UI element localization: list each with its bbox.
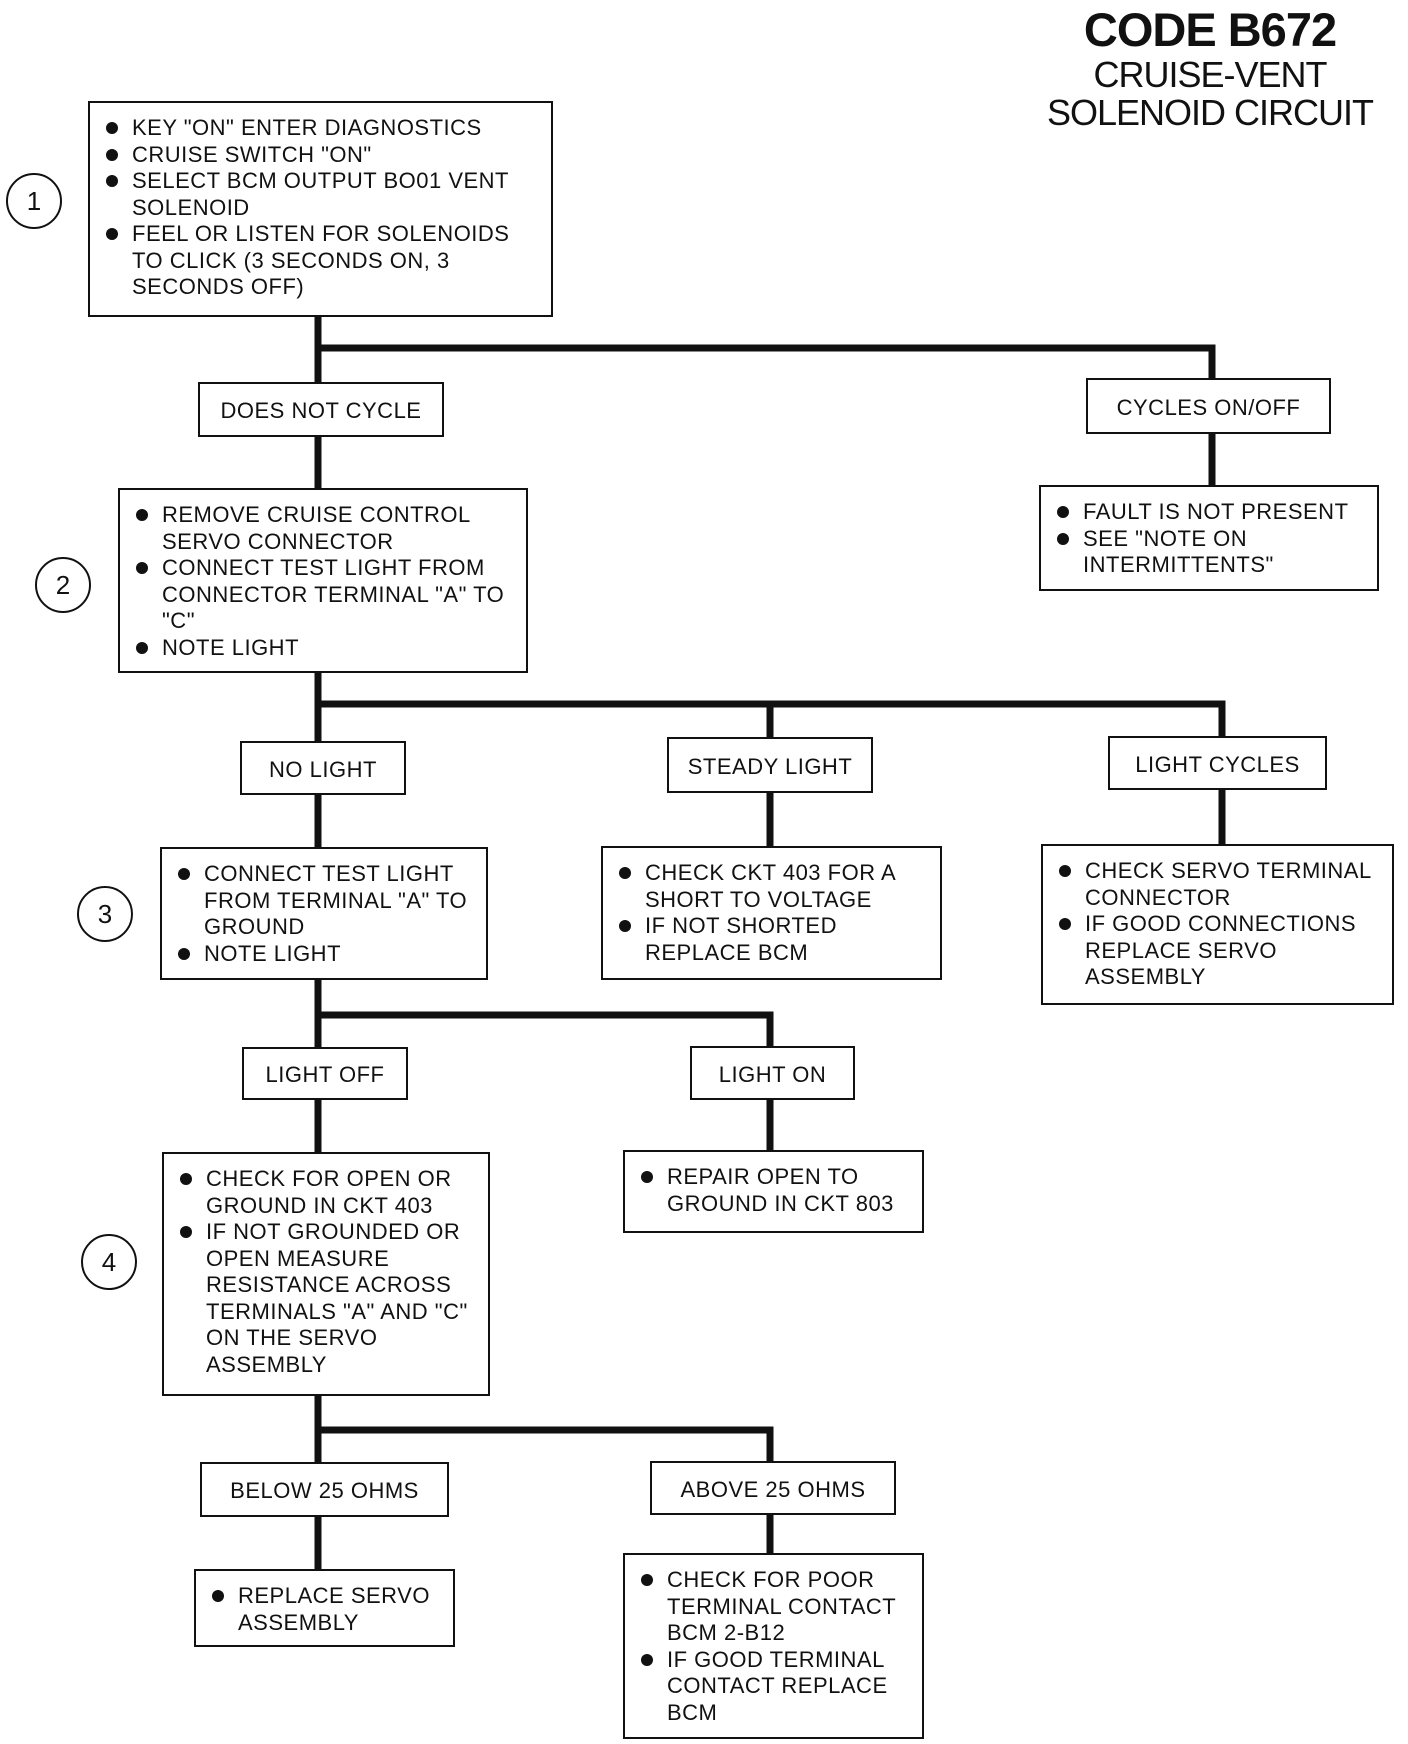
- label-light-off: LIGHT OFF: [242, 1047, 408, 1100]
- light-cycles-result-item: CHECK SERVO TERMINAL CONNECTOR: [1057, 858, 1378, 911]
- step4-item: IF NOT GROUNDED OR OPEN MEASURE RESISTAN…: [178, 1219, 474, 1378]
- steady-result-item: CHECK CKT 403 FOR A SHORT TO VOLTAGE: [617, 860, 926, 913]
- step4-item: CHECK FOR OPEN OR GROUND IN CKT 403: [178, 1166, 474, 1219]
- step3-item: CONNECT TEST LIGHT FROM TERMINAL "A" TO …: [176, 861, 472, 941]
- above-result-box: CHECK FOR POOR TERMINAL CONTACT BCM 2-B1…: [623, 1553, 924, 1739]
- step1-item: KEY "ON" ENTER DIAGNOSTICS: [104, 115, 537, 142]
- step1-box: KEY "ON" ENTER DIAGNOSTICS CRUISE SWITCH…: [88, 101, 553, 317]
- circuit-title: CRUISE-VENT SOLENOID CIRCUIT: [1030, 56, 1390, 132]
- step1-item: CRUISE SWITCH "ON": [104, 142, 537, 169]
- label-cycles-on-off: CYCLES ON/OFF: [1086, 378, 1331, 434]
- step-number-3: 3: [77, 886, 133, 942]
- step2-item: REMOVE CRUISE CONTROL SERVO CONNECTOR: [134, 502, 512, 555]
- light-cycles-result-item: IF GOOD CONNECTIONS REPLACE SERVO ASSEMB…: [1057, 911, 1378, 991]
- cycles-result-box: FAULT IS NOT PRESENT SEE "NOTE ON INTERM…: [1039, 485, 1379, 591]
- label-below-25-ohms: BELOW 25 OHMS: [200, 1462, 449, 1517]
- step3-item: NOTE LIGHT: [176, 941, 472, 968]
- label-steady-light: STEADY LIGHT: [667, 737, 873, 793]
- code-title: CODE B672: [1083, 3, 1337, 56]
- cycles-result-item: SEE "NOTE ON INTERMITTENTS": [1055, 526, 1363, 579]
- step1-item: FEEL OR LISTEN FOR SOLENOIDS TO CLICK (3…: [104, 221, 537, 301]
- step-number-2: 2: [35, 557, 91, 613]
- below-result-item: REPLACE SERVO ASSEMBLY: [210, 1583, 439, 1636]
- light-on-result-item: REPAIR OPEN TO GROUND IN CKT 803: [639, 1164, 908, 1217]
- label-above-25-ohms: ABOVE 25 OHMS: [650, 1461, 896, 1515]
- circuit-title-line1: CRUISE-VENT: [1093, 54, 1327, 95]
- steady-result-item: IF NOT SHORTED REPLACE BCM: [617, 913, 926, 966]
- label-light-cycles: LIGHT CYCLES: [1108, 736, 1327, 790]
- step2-box: REMOVE CRUISE CONTROL SERVO CONNECTOR CO…: [118, 488, 528, 673]
- below-result-box: REPLACE SERVO ASSEMBLY: [194, 1569, 455, 1647]
- step2-item: CONNECT TEST LIGHT FROM CONNECTOR TERMIN…: [134, 555, 512, 635]
- label-does-not-cycle: DOES NOT CYCLE: [198, 382, 444, 437]
- step4-box: CHECK FOR OPEN OR GROUND IN CKT 403 IF N…: [162, 1152, 490, 1396]
- step-number-4: 4: [81, 1234, 137, 1290]
- above-result-item: CHECK FOR POOR TERMINAL CONTACT BCM 2-B1…: [639, 1567, 908, 1647]
- circuit-title-line2: SOLENOID CIRCUIT: [1046, 92, 1374, 133]
- above-result-item: IF GOOD TERMINAL CONTACT REPLACE BCM: [639, 1647, 908, 1727]
- step3-box: CONNECT TEST LIGHT FROM TERMINAL "A" TO …: [160, 847, 488, 980]
- step-number-1: 1: [6, 173, 62, 229]
- label-light-on: LIGHT ON: [690, 1046, 855, 1100]
- step2-item: NOTE LIGHT: [134, 635, 512, 662]
- steady-result-box: CHECK CKT 403 FOR A SHORT TO VOLTAGE IF …: [601, 846, 942, 980]
- label-no-light: NO LIGHT: [240, 741, 406, 795]
- step1-item: SELECT BCM OUTPUT BO01 VENT SOLENOID: [104, 168, 537, 221]
- light-on-result-box: REPAIR OPEN TO GROUND IN CKT 803: [623, 1150, 924, 1233]
- cycles-result-item: FAULT IS NOT PRESENT: [1055, 499, 1363, 526]
- light-cycles-result-box: CHECK SERVO TERMINAL CONNECTOR IF GOOD C…: [1041, 844, 1394, 1005]
